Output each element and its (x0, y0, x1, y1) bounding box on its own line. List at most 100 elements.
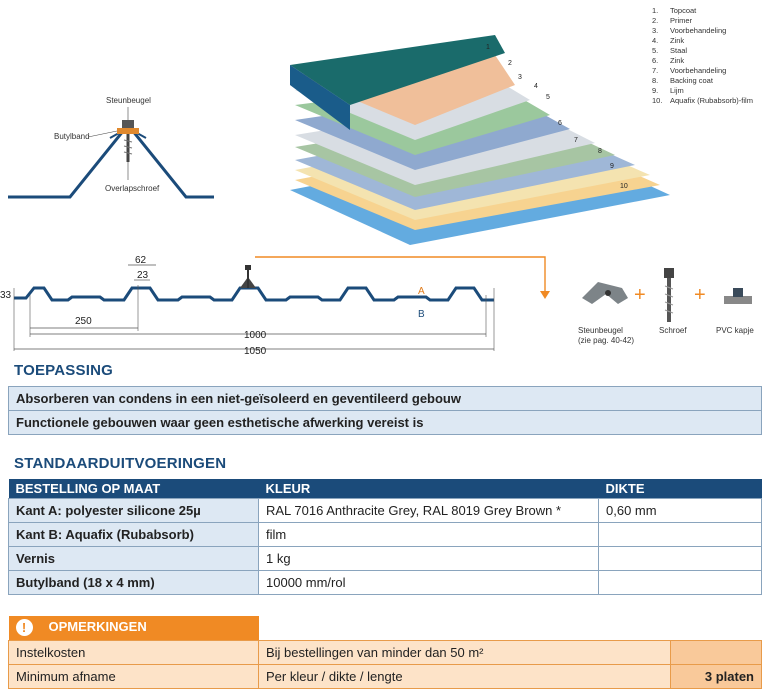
legend-item: 6. Zink (652, 56, 753, 66)
dim-1000: 1000 (244, 330, 267, 341)
butylband-strip (117, 128, 139, 134)
table-cell: RAL 7016 Anthracite Grey, RAL 8019 Grey … (258, 497, 599, 523)
legend-label: Voorbehandeling (670, 26, 727, 35)
legend-item: 4. Zink (652, 36, 753, 46)
legend-label: Primer (670, 16, 693, 25)
side-b-label: B (418, 309, 425, 320)
legend-item: 1. Topcoat (652, 6, 753, 16)
label-butylband: Butylband (54, 132, 90, 141)
label-steunbeugel: Steunbeugel (106, 96, 151, 105)
table-cell: film (258, 521, 599, 547)
accessories-drawing (582, 268, 752, 322)
legend-number: 2. (652, 16, 659, 25)
layer-num: 7 (574, 137, 578, 144)
plus-sign: + (634, 284, 646, 306)
table-row: Butylband (18 x 4 mm) 10000 mm/rol (8, 569, 762, 595)
table-header-row: BESTELLING OP MAAT KLEUR DIKTE (8, 479, 762, 498)
legend-number: 4. (652, 36, 659, 45)
table-row: Kant A: polyester silicone 25µ RAL 7016 … (8, 497, 762, 523)
table-cell: Absorberen van condens in een niet-geïso… (8, 386, 762, 411)
label-acc-steunbeugel: Steunbeugel (578, 326, 623, 335)
table-cell: Vernis (8, 545, 259, 571)
layer-num: 9 (610, 163, 614, 170)
table-cell (598, 521, 762, 547)
plus-sign: + (694, 284, 706, 306)
legend-label: Staal (670, 46, 688, 55)
legend-label: Backing coat (670, 76, 713, 85)
legend-label: Zink (670, 56, 685, 65)
toepassing-table: Absorberen van condens in een niet-geïso… (8, 386, 762, 435)
legend-number: 3. (652, 26, 659, 35)
standaard-table: BESTELLING OP MAAT KLEUR DIKTE Kant A: p… (8, 479, 762, 595)
legend-item: 9. Lijm (652, 86, 753, 96)
table-cell: Kant B: Aquafix (Rubabsorb) (8, 521, 259, 547)
opmerkingen-header: ! OPMERKINGEN (8, 616, 259, 640)
layer-num: 3 (518, 74, 522, 81)
exclamation-icon: ! (15, 619, 33, 637)
legend-label: Aquafix (Rubabsorb)-film (670, 96, 753, 105)
table-row: Functionele gebouwen waar geen esthetisc… (8, 410, 762, 435)
table-row: Vernis 1 kg (8, 545, 762, 571)
opmerkingen-title: OPMERKINGEN (48, 619, 147, 635)
column-header: BESTELLING OP MAAT (8, 479, 259, 498)
ridge-detail-drawing (8, 107, 214, 199)
layer-num: 6 (558, 120, 562, 127)
screw-head (122, 120, 134, 128)
legend-number: 8. (652, 76, 659, 85)
table-cell (598, 545, 762, 571)
table-cell: Functionele gebouwen waar geen esthetisc… (8, 410, 762, 435)
table-cell: Per kleur / dikte / lengte (258, 663, 671, 689)
layer-num: 4 (534, 83, 538, 90)
table-cell: 10000 mm/rol (258, 569, 599, 595)
legend-item: 2. Primer (652, 16, 753, 26)
layers-illustration: 1 2 3 4 5 6 7 8 9 10 (290, 35, 670, 245)
legend-item: 5. Staal (652, 46, 753, 56)
table-row: Instelkosten Bij bestellingen van minder… (8, 639, 762, 665)
layer-legend: 1. Topcoat 2. Primer 3. Voorbehandeling 4. Zink… (652, 6, 753, 106)
layer-num: 8 (598, 148, 602, 155)
legend-item: 7. Voorbehandeling (652, 66, 753, 76)
legend-label: Topcoat (670, 6, 697, 15)
side-a-label: A (418, 286, 425, 297)
table-header-row: ! OPMERKINGEN (8, 616, 762, 640)
layer-num: 1 (486, 44, 490, 51)
legend-item: 10.Aquafix (Rubabsorb)-film (652, 96, 753, 106)
dim-23: 23 (137, 270, 149, 281)
legend-number: 1. (652, 6, 659, 15)
profile-drawing (13, 256, 550, 351)
dim-height: 33 (0, 290, 12, 301)
table-cell (598, 569, 762, 595)
legend-number: 9. (652, 86, 659, 95)
table-row: Kant B: Aquafix (Rubabsorb) film (8, 521, 762, 547)
section-title-toepassing: TOEPASSING (14, 362, 113, 379)
legend-label: Voorbehandeling (670, 66, 727, 75)
legend-label: Lijm (670, 86, 684, 95)
dim-62: 62 (135, 255, 147, 266)
table-cell: Butylband (18 x 4 mm) (8, 569, 259, 595)
label-overlapschroef: Overlapschroef (105, 184, 160, 193)
column-header: DIKTE (598, 479, 762, 498)
table-cell: Bij bestellingen van minder dan 50 m² (258, 639, 671, 665)
table-cell (670, 639, 762, 665)
table-cell: Minimum afname (8, 663, 259, 689)
table-cell: Kant A: polyester silicone 25µ (8, 497, 259, 523)
table-cell: 0,60 mm (598, 497, 762, 523)
label-acc-pvc: PVC kapje (716, 326, 754, 335)
label-acc-schroef: Schroef (659, 326, 687, 335)
column-header: KLEUR (258, 479, 599, 498)
table-row: Minimum afname Per kleur / dikte / lengt… (8, 663, 762, 689)
table-cell: Instelkosten (8, 639, 259, 665)
legend-number: 5. (652, 46, 659, 55)
screw-icon (664, 268, 674, 278)
legend-item: 8. Backing coat (652, 76, 753, 86)
pvc-cap-icon (724, 296, 752, 304)
dim-1050: 1050 (244, 346, 267, 357)
layer-num: 5 (546, 94, 550, 101)
legend-number: 7. (652, 66, 659, 75)
opmerkingen-table: ! OPMERKINGEN Instelkosten Bij bestelling… (8, 616, 762, 689)
layer-num: 2 (508, 60, 512, 67)
legend-item: 3. Voorbehandeling (652, 26, 753, 36)
legend-label: Zink (670, 36, 685, 45)
legend-number: 6. (652, 56, 659, 65)
section-title-standaard: STANDAARDUITVOERINGEN (14, 455, 227, 472)
